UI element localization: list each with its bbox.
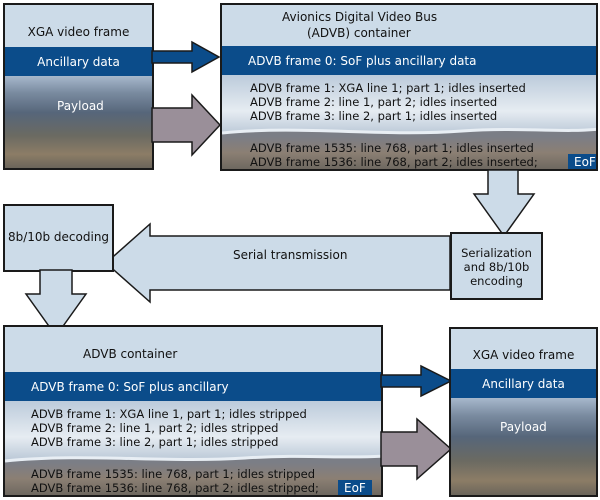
decoding-label: 8b/10b decoding <box>7 230 110 244</box>
ancillary-arrow-top <box>151 40 221 74</box>
advb-bottom-sky <box>5 401 381 461</box>
advb-top-eof: EoF <box>568 154 596 169</box>
advb-bottom-title: ADVB container <box>83 347 178 361</box>
down-arrow-advb-bottom <box>24 269 88 338</box>
serial-transmission-label: Serial transmission <box>233 248 348 262</box>
dest-payload-image <box>451 398 596 495</box>
advb-bottom-frame1535: ADVB frame 1535: line 768, part 1; idles… <box>31 467 316 481</box>
advb-container-top: Avionics Digital Video Bus (ADVB) contai… <box>220 3 598 171</box>
source-frame-title: XGA video frame <box>27 25 130 39</box>
serial-transmission-arrow <box>104 222 451 304</box>
advb-container-bottom: ADVB container ADVB frame 0: SoF plus an… <box>3 325 383 497</box>
advb-top-title-line2: (ADVB) container <box>307 26 411 40</box>
advb-bottom-frame0-band: ADVB frame 0: SoF plus ancillary <box>5 372 381 401</box>
payload-arrow-bottom <box>380 417 453 481</box>
advb-top-sky <box>222 75 596 135</box>
payload-arrow-top <box>151 93 222 157</box>
ancillary-arrow-bottom <box>380 364 453 398</box>
dest-ancillary-band: Ancillary data <box>451 369 596 398</box>
source-ancillary-label: Ancillary data <box>37 54 120 69</box>
serialization-box: Serialization and 8b/10b encoding <box>450 232 543 300</box>
advb-top-frame0: ADVB frame 0: SoF plus ancillary data <box>248 53 477 68</box>
advb-top-frame1: ADVB frame 1: XGA line 1; part 1; idles … <box>250 81 526 95</box>
source-xga-frame: XGA video frame Ancillary data Payload <box>3 3 154 170</box>
advb-bottom-frame3: ADVB frame 3: line 2, part 1; idles stri… <box>31 435 279 449</box>
dest-frame-title: XGA video frame <box>472 348 575 362</box>
serialization-line3: encoding <box>470 274 523 288</box>
advb-top-frame1536: ADVB frame 1536: line 768, part 2; idles… <box>250 155 538 169</box>
advb-bottom-frame1: ADVB frame 1: XGA line 1, part 1; idles … <box>31 407 307 421</box>
advb-top-title-line1: Avionics Digital Video Bus <box>282 10 438 24</box>
advb-bottom-eof: EoF <box>338 480 372 495</box>
advb-top-frame1535: ADVB frame 1535: line 768, part 1; idles… <box>250 141 534 155</box>
advb-bottom-frame2: ADVB frame 2: line 1, part 2; idles stri… <box>31 421 279 435</box>
dest-ancillary-label: Ancillary data <box>482 376 565 391</box>
advb-top-frame2: ADVB frame 2: line 1, part 2; idles inse… <box>250 95 498 109</box>
dest-xga-frame: XGA video frame Ancillary data Payload <box>449 327 598 497</box>
source-payload-label: Payload <box>57 99 104 113</box>
advb-bottom-mountains <box>5 463 381 495</box>
dest-payload-label: Payload <box>500 420 547 434</box>
source-ancillary-band: Ancillary data <box>5 47 152 76</box>
advb-bottom-frame1536: ADVB frame 1536: line 768, part 2; idles… <box>31 481 319 495</box>
decoding-box: 8b/10b decoding <box>3 204 114 272</box>
advb-top-frame3: ADVB frame 3: line 2, part 1; idles inse… <box>250 109 498 123</box>
serialization-line2: and 8b/10b <box>463 260 530 274</box>
down-arrow-serialization <box>472 169 536 238</box>
source-payload-image <box>5 76 152 168</box>
serialization-line1: Serialization <box>461 246 532 260</box>
advb-top-mountains <box>222 137 596 169</box>
advb-bottom-frame0: ADVB frame 0: SoF plus ancillary <box>31 379 229 394</box>
advb-top-frame0-band: ADVB frame 0: SoF plus ancillary data <box>222 46 596 75</box>
